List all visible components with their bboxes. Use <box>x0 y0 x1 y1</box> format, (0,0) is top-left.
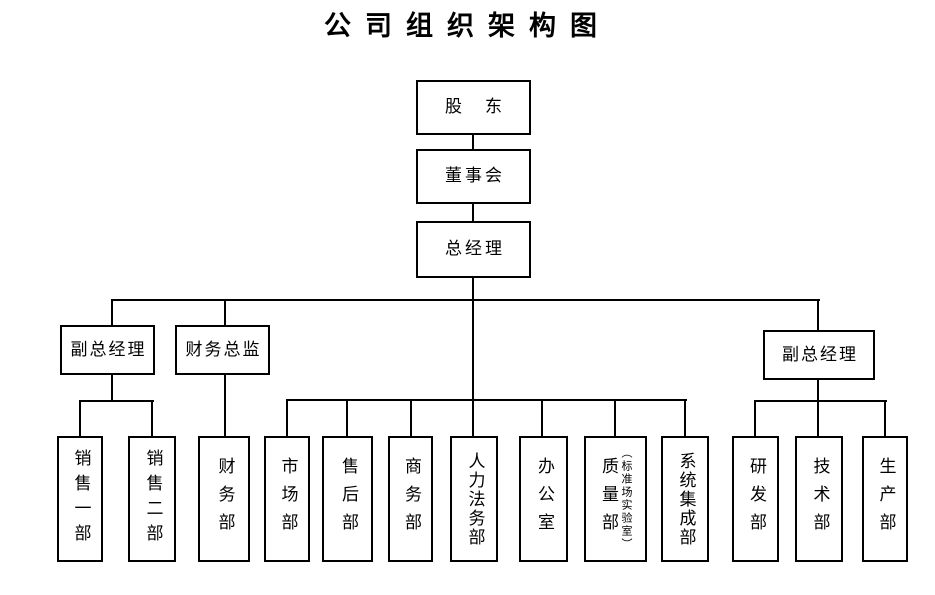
connector-shareholders-board <box>472 134 474 150</box>
quality-dept-content: 质量部 （标准场实验室） <box>598 447 633 551</box>
org-node-aftersales-dept: 售后部 <box>322 436 373 562</box>
node-label: 售后部 <box>338 457 358 541</box>
node-label: 生产部 <box>875 457 896 541</box>
connector-drop-office <box>541 399 543 436</box>
connector-drop-commerce <box>410 399 412 436</box>
org-node-market-dept: 市场部 <box>264 436 310 562</box>
connector-vp-right-stem <box>817 379 819 402</box>
node-label: 市场部 <box>277 457 298 541</box>
org-node-commerce-dept: 商务部 <box>388 436 433 562</box>
connector-drop-vp-right <box>817 299 819 331</box>
org-node-hr-legal-dept: 人力法务部 <box>450 436 498 562</box>
connector-drop-production <box>884 400 886 436</box>
node-label: 商务部 <box>401 457 421 541</box>
org-node-vp-left: 副总经理 <box>60 325 155 375</box>
org-node-shareholders: 股 东 <box>416 80 531 135</box>
node-label: 财务总监 <box>185 339 262 360</box>
node-label: 股 东 <box>445 97 505 117</box>
connector-board-gm <box>472 203 474 222</box>
connector-drop-tech <box>817 400 819 436</box>
node-label: 技术部 <box>809 457 830 541</box>
node-label: 总经理 <box>445 239 505 259</box>
connector-gm-dept-bus <box>286 399 687 401</box>
node-label: 人力法务部 <box>464 451 485 547</box>
org-node-production-dept: 生产部 <box>862 436 908 562</box>
node-label: 副总经理 <box>782 344 858 365</box>
org-node-office: 办公室 <box>519 436 568 562</box>
connector-drop-market <box>286 399 288 436</box>
node-label: 销售一部 <box>70 449 91 549</box>
connector-drop-vp-left <box>111 299 113 326</box>
node-sublabel: （标准场实验室） <box>620 447 633 551</box>
org-node-rnd-dept: 研发部 <box>732 436 779 562</box>
node-label: 研发部 <box>746 457 766 541</box>
org-node-system-integration-dept: 系统集成部 <box>661 436 709 562</box>
page-title: 公司组织架构图 <box>324 11 611 42</box>
connector-vp-left-stem <box>111 374 113 402</box>
node-label: 质量部 <box>598 457 618 541</box>
connector-drop-rnd <box>754 400 756 436</box>
node-label: 财务部 <box>214 457 235 541</box>
connector-drop-sales2 <box>151 400 153 436</box>
connector-finance-director-finance <box>224 374 226 436</box>
node-label: 销售二部 <box>142 449 163 549</box>
org-node-board: 董事会 <box>416 149 531 204</box>
org-node-tech-dept: 技术部 <box>795 436 843 562</box>
connector-drop-aftersales <box>346 399 348 436</box>
connector-vp-right-bus <box>754 400 887 402</box>
connector-drop-sales1 <box>79 400 81 436</box>
connector-drop-system-integration <box>684 399 686 436</box>
node-label: 办公室 <box>534 457 554 541</box>
connector-vp-left-bus <box>79 400 154 402</box>
connector-gm-trunk <box>472 277 474 436</box>
org-node-vp-right: 副总经理 <box>763 330 875 380</box>
org-node-finance-director: 财务总监 <box>175 325 270 375</box>
org-node-general-manager: 总经理 <box>416 221 531 278</box>
node-label: 系统集成部 <box>675 451 696 547</box>
connector-drop-quality <box>614 399 616 436</box>
org-node-finance-dept: 财务部 <box>198 436 250 562</box>
org-node-sales-dept-2: 销售二部 <box>128 436 176 562</box>
node-label: 副总经理 <box>70 339 147 360</box>
node-label: 董事会 <box>445 166 505 186</box>
connector-drop-finance-director <box>224 299 226 326</box>
org-node-sales-dept-1: 销售一部 <box>57 436 103 562</box>
connector-level1-bus <box>111 299 820 301</box>
org-node-quality-dept: 质量部 （标准场实验室） <box>584 436 647 562</box>
